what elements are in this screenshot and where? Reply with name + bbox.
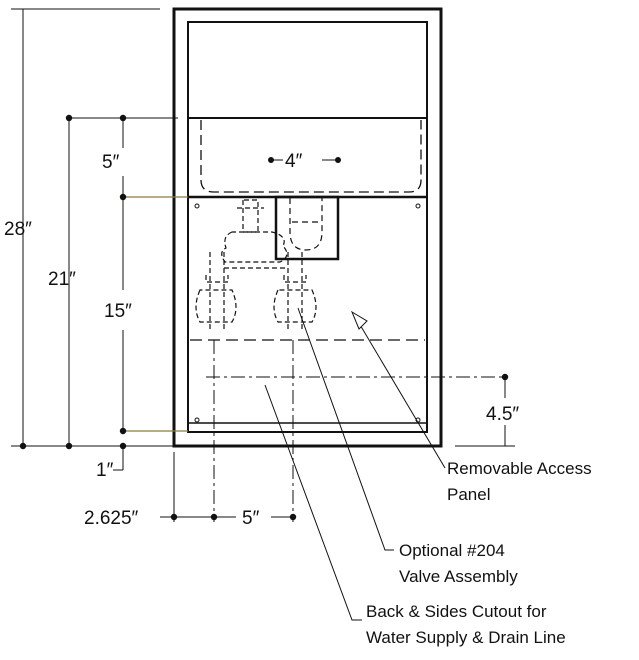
cutout-lines — [206, 340, 505, 522]
access-panel-arrowhead — [350, 310, 368, 330]
dim-5-upper-label: 5″ — [102, 152, 120, 173]
cutout-label-line2: Water Supply & Drain Line — [366, 628, 566, 647]
cutout-label-line1: Back & Sides Cutout for — [366, 602, 547, 621]
dim-5-lower-label: 5″ — [242, 508, 260, 529]
access-panel-leader — [355, 317, 446, 469]
valve-assembly-leader — [297, 307, 394, 551]
access-panel-label-line1: Removable Access — [447, 459, 592, 478]
drain-trap — [289, 198, 323, 251]
valve-assembly-label-line2: Valve Assembly — [399, 567, 518, 586]
dim-4-5-label: 4.5″ — [486, 404, 519, 425]
cabinet-inner-frame — [187, 21, 428, 433]
access-panel-label-line2: Panel — [447, 485, 490, 504]
cutout-leader — [264, 384, 362, 621]
dimension-dots — [19, 114, 509, 521]
dim-21-label: 21″ — [48, 269, 76, 290]
valve-assembly — [195, 199, 317, 330]
callout-leaders — [264, 307, 446, 621]
dim-15-label: 15″ — [104, 301, 132, 322]
valve-assembly-label-line1: Optional #204 — [399, 541, 505, 560]
drain-box — [274, 195, 340, 261]
mount-hole-tr — [415, 203, 421, 209]
mount-hole-bl — [194, 417, 200, 423]
dim-2-625-label: 2.625″ — [84, 508, 139, 529]
mount-hole-tl — [194, 203, 200, 209]
olive-leaders — [123, 196, 188, 432]
dim-28-label: 28″ — [4, 219, 32, 240]
dim-4-label: 4″ — [285, 151, 303, 172]
cabinet-outer-frame — [172, 7, 443, 448]
basin-outline — [200, 120, 422, 193]
cabinet — [172, 7, 443, 448]
dim-1-label: 1″ — [96, 460, 114, 481]
